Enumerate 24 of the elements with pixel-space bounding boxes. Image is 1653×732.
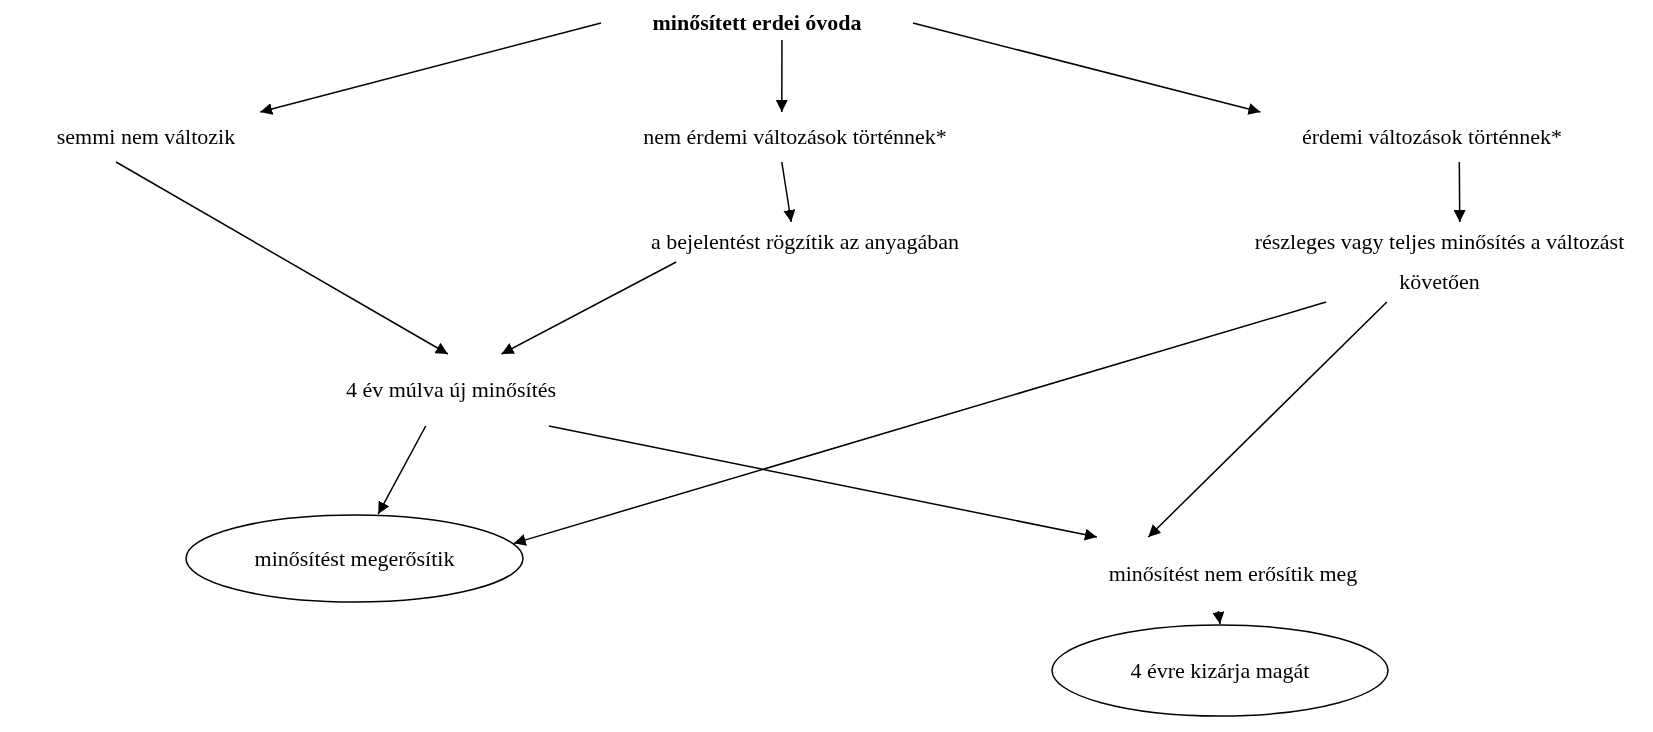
outcome-text: minősítést nem erősítik meg: [1108, 560, 1358, 588]
outcome-ellipse: [185, 514, 524, 603]
step-text: részleges vagy teljes minősítés a változást követően: [1253, 228, 1626, 296]
arrow: [377, 425, 427, 515]
arrow: [259, 22, 602, 115]
arrow: [775, 39, 788, 113]
arrow: [115, 161, 449, 355]
arrow: [1453, 161, 1466, 223]
title-text: minősített erdei óvoda: [652, 9, 862, 37]
arrow: [1212, 610, 1225, 625]
arrow: [781, 161, 796, 223]
arrow: [500, 261, 677, 355]
step-text: a bejelentést rögzítik az anyagában: [651, 228, 959, 256]
outcome-label: 4 évre kizárja magát: [1130, 656, 1310, 685]
step-text: semmi nem változik: [56, 123, 236, 151]
arrow: [1147, 301, 1388, 538]
step-text: nem érdemi változások történnek*: [643, 123, 947, 151]
step-text: érdemi változások történnek*: [1301, 123, 1563, 151]
arrow: [912, 22, 1262, 115]
outcome-ellipse: [1051, 624, 1389, 717]
outcome-label: minősítést megerősítik: [254, 544, 455, 573]
arrow: [513, 301, 1327, 546]
arrow: [548, 425, 1098, 541]
step-text: 4 év múlva új minősítés: [345, 376, 557, 404]
